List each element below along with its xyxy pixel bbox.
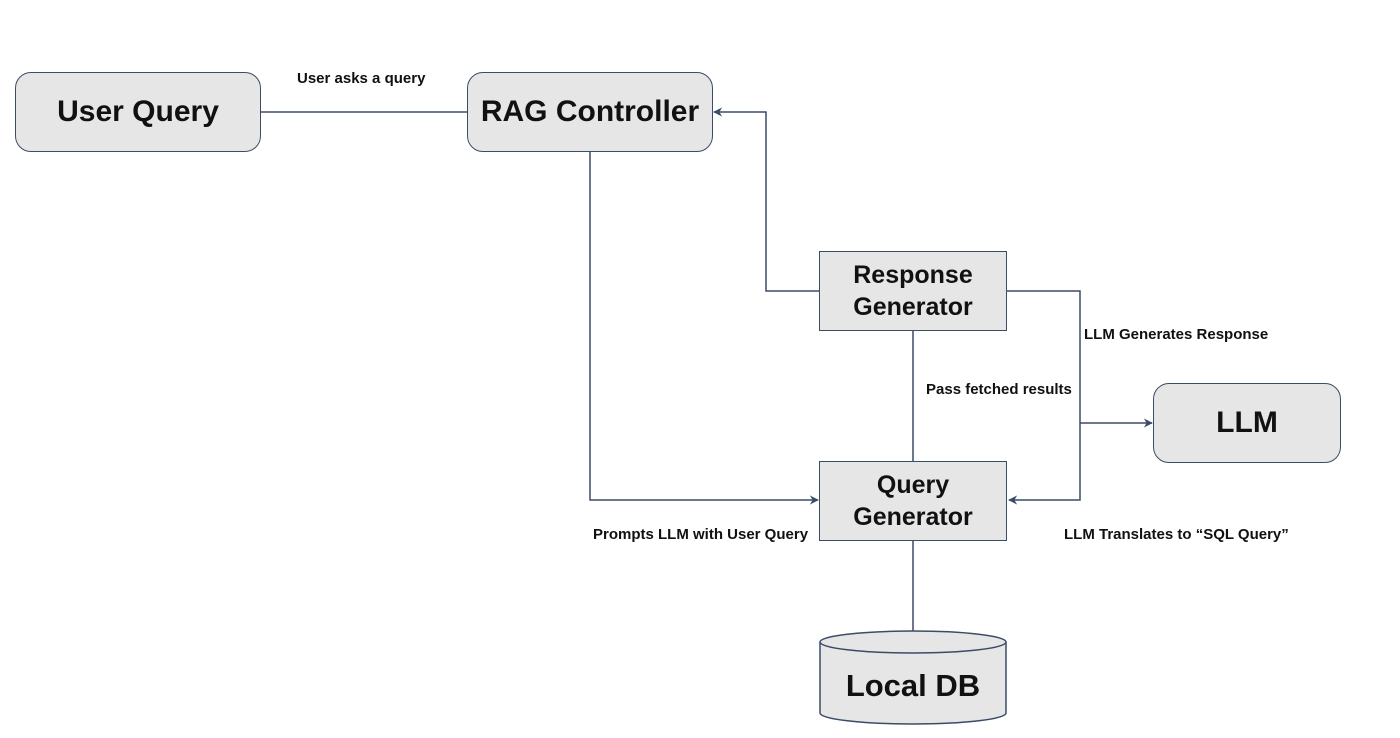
edge-response-to-rag [713, 107, 820, 292]
query-generator-label: Query Generator [853, 471, 973, 531]
response-generator-label: Response Generator [853, 261, 973, 321]
local-db-label: Local DB [845, 668, 981, 703]
edge-label-llm-translates: LLM Translates to “SQL Query” [1064, 526, 1289, 543]
edge-label-prompts-llm: Prompts LLM with User Query [593, 526, 809, 543]
database-cylinder-icon [819, 630, 1007, 725]
edge-label-llm-generates-response: LLM Generates Response [1084, 326, 1269, 343]
edge-label-pass-fetched-results: Pass fetched results [926, 381, 1072, 398]
rag-controller-node: RAG Controller [467, 72, 713, 152]
edge-rag-to-query [589, 152, 819, 505]
llm-node: LLM [1153, 383, 1341, 463]
edge-label-user-asks: User asks a query [297, 70, 426, 87]
edge-response-to-bus [1007, 290, 1081, 423]
query-generator-node: Query Generator [819, 461, 1007, 541]
response-generator-node: Response Generator [819, 251, 1007, 331]
rag-controller-label: RAG Controller [480, 95, 700, 128]
user-query-node: User Query [15, 72, 261, 152]
user-query-label: User Query [57, 95, 219, 128]
llm-label: LLM [1216, 406, 1278, 439]
edge-bus-to-query [1008, 423, 1081, 505]
